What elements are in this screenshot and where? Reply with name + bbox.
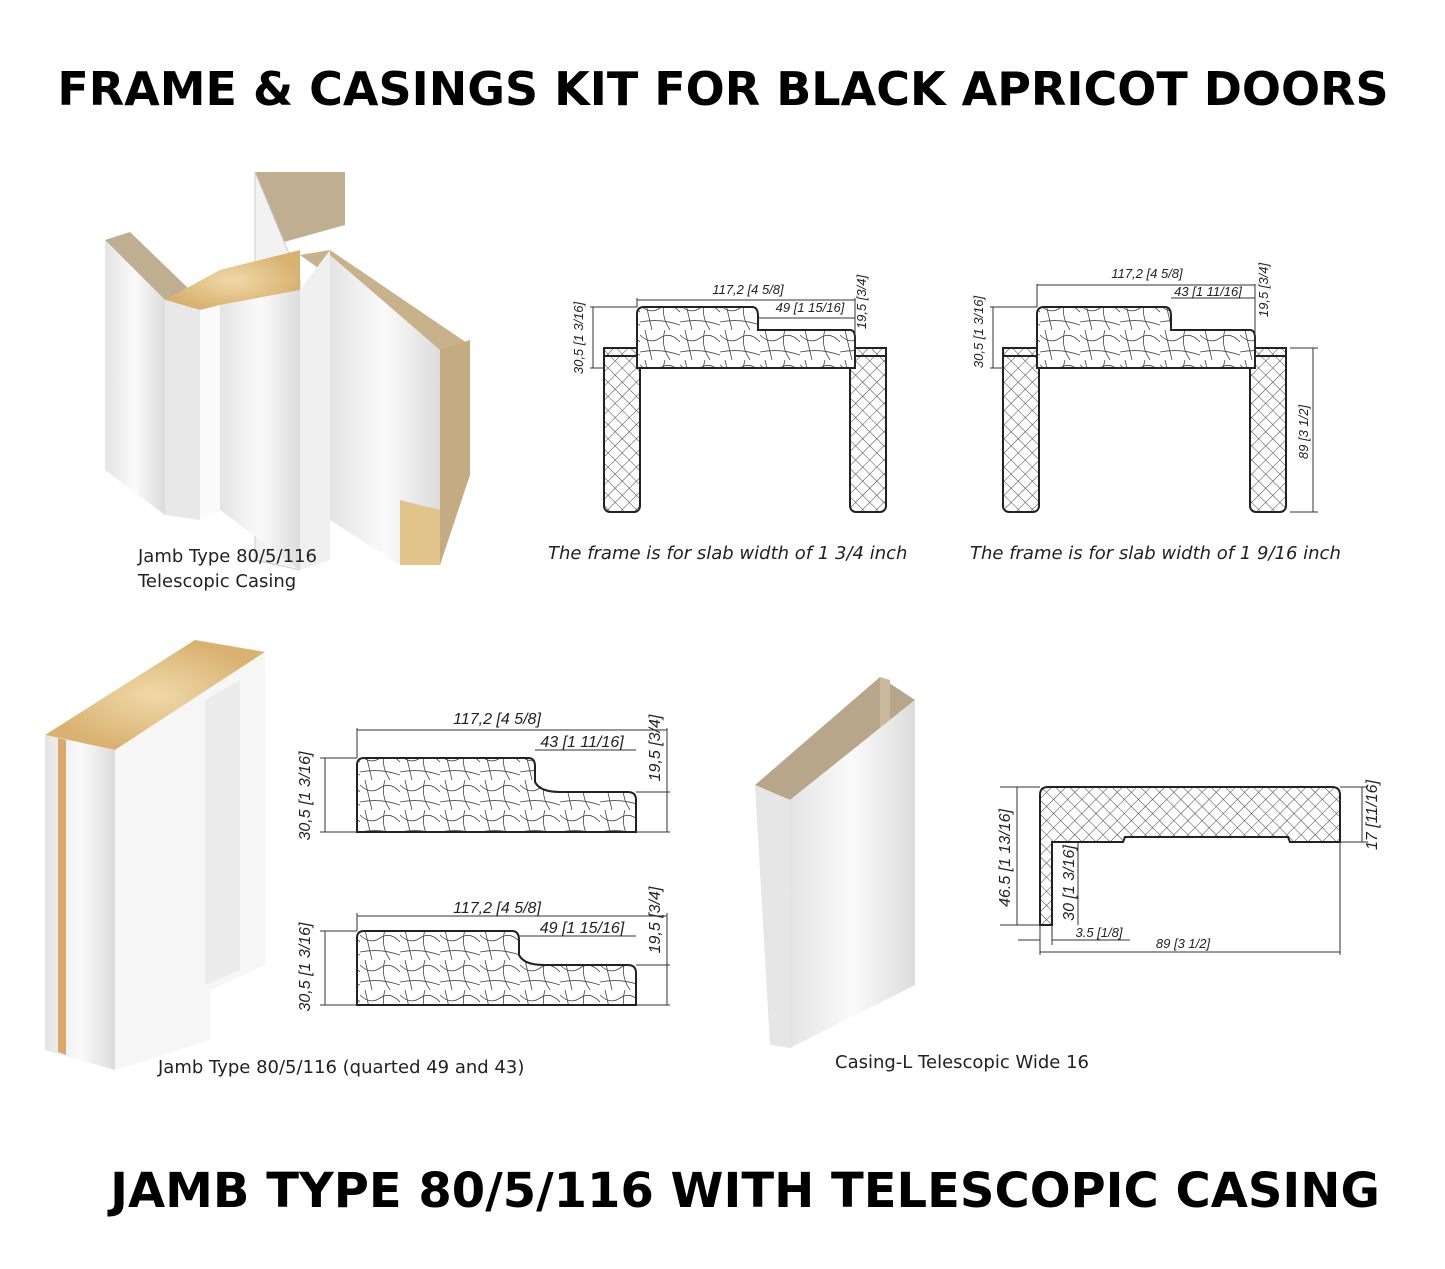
jamb-profile-49-drawing: 117,2 [4 5/8] 49 [1 15/16] 19,5 [3/4] 30… xyxy=(297,886,670,1011)
casing-drawing: 46.5 [1 13/16] 17 [11/16] 30 [1 3/16] 3.… xyxy=(997,779,1381,955)
jamb-profile-render-3d xyxy=(45,640,265,1070)
casing-total-height: 46.5 [1 13/16] xyxy=(997,809,1014,907)
jamb-caption-line2: Telescopic Casing xyxy=(137,571,296,592)
footer-title: JAMB TYPE 80/5/116 WITH TELESCOPIC CASIN… xyxy=(107,1163,1380,1219)
jamb-profile-43-drawing: 117,2 [4 5/8] 43 [1 11/16] 19,5 [3/4] 30… xyxy=(297,711,670,840)
jamb-49-depth: 19,5 [3/4] xyxy=(647,886,664,953)
jamb-profiles-caption: Jamb Type 80/5/116 (quarted 49 and 43) xyxy=(157,1057,524,1078)
casing-leg-width: 3.5 [1/8] xyxy=(1076,925,1123,940)
jamb-43-height: 30,5 [1 3/16] xyxy=(297,751,314,841)
jamb-49-width: 117,2 [4 5/8] xyxy=(453,900,541,917)
jamb-43-depth: 19,5 [3/4] xyxy=(647,714,664,781)
frame-a-depth: 19,5 [3/4] xyxy=(854,275,869,330)
casing-caption: Casing-L Telescopic Wide 16 xyxy=(835,1052,1089,1073)
frame-drawing-1-9-16: 117,2 [4 5/8] 43 [1 11/16] 19,5 [3/4] 30… xyxy=(971,263,1318,513)
frame-a-width: 117,2 [4 5/8] xyxy=(712,282,784,297)
frame-b-rebate: 43 [1 11/16] xyxy=(1174,284,1242,299)
casing-leg: 30 [1 3/16] xyxy=(1061,845,1078,921)
casing-width: 89 [3 1/2] xyxy=(1156,936,1211,951)
frame-b-height: 30,5 [1 3/16] xyxy=(971,295,986,368)
frame-b-width: 117,2 [4 5/8] xyxy=(1111,266,1183,281)
frame-a-height: 30,5 [1 3/16] xyxy=(571,301,586,374)
jamb-43-rebate: 43 [1 11/16] xyxy=(540,734,624,751)
jamb-caption-line1: Jamb Type 80/5/116 xyxy=(137,546,317,567)
jamb-43-width: 117,2 [4 5/8] xyxy=(453,711,541,728)
jamb-49-rebate: 49 [1 15/16] xyxy=(540,920,625,937)
jamb-49-height: 30,5 [1 3/16] xyxy=(297,922,314,1012)
casing-thickness: 17 [11/16] xyxy=(1364,779,1381,850)
jamb-render-3d xyxy=(105,171,470,571)
frame-drawing-1-3-4: 117,2 [4 5/8] 49 [1 15/16] 19,5 [3/4] 30… xyxy=(571,275,887,513)
casing-render-3d xyxy=(755,677,915,1048)
frame-a-rebate: 49 [1 15/16] xyxy=(776,300,845,315)
frame-b-depth: 19,5 [3/4] xyxy=(1256,263,1271,318)
frame-b-casing: 89 [3 1/2] xyxy=(1296,405,1311,460)
page-title: FRAME & CASINGS KIT FOR BLACK APRICOT DO… xyxy=(57,62,1388,116)
frame-a-caption: The frame is for slab width of 1 3/4 inc… xyxy=(548,543,907,564)
frame-b-caption: The frame is for slab width of 1 9/16 in… xyxy=(970,543,1341,564)
